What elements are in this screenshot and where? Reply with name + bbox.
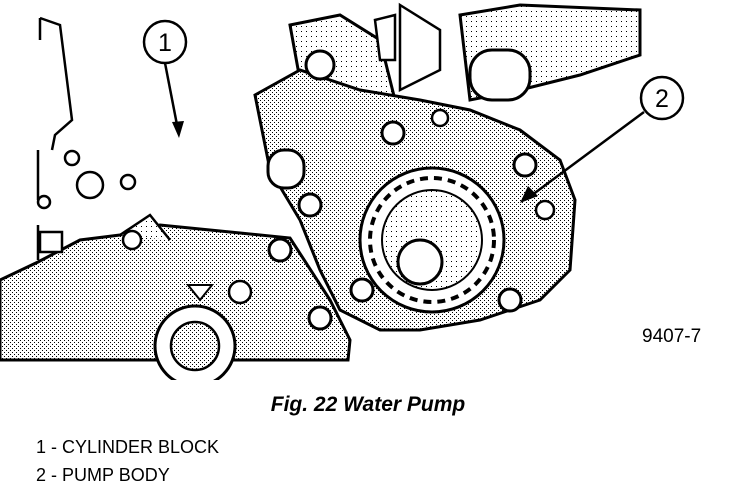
callout-1-number: 1 xyxy=(158,29,172,57)
legend: 1 - CYLINDER BLOCK 2 - PUMP BODY xyxy=(36,433,219,489)
figure-id: 9407-7 xyxy=(642,326,702,347)
timing-cover xyxy=(0,223,352,362)
callout-2: 2 xyxy=(520,75,685,203)
figure-caption: Fig. 22 Water Pump xyxy=(270,393,466,416)
callout-1: 1 xyxy=(142,19,188,138)
legend-item-pump-body: 2 - PUMP BODY xyxy=(36,465,170,485)
cylinder-block xyxy=(36,16,137,260)
legend-item-cylinder-block: 1 - CYLINDER BLOCK xyxy=(36,437,220,457)
water-pump-illustration: 1 2 xyxy=(0,2,685,380)
callout-2-number: 2 xyxy=(655,85,669,113)
pump-sprocket xyxy=(358,166,506,314)
